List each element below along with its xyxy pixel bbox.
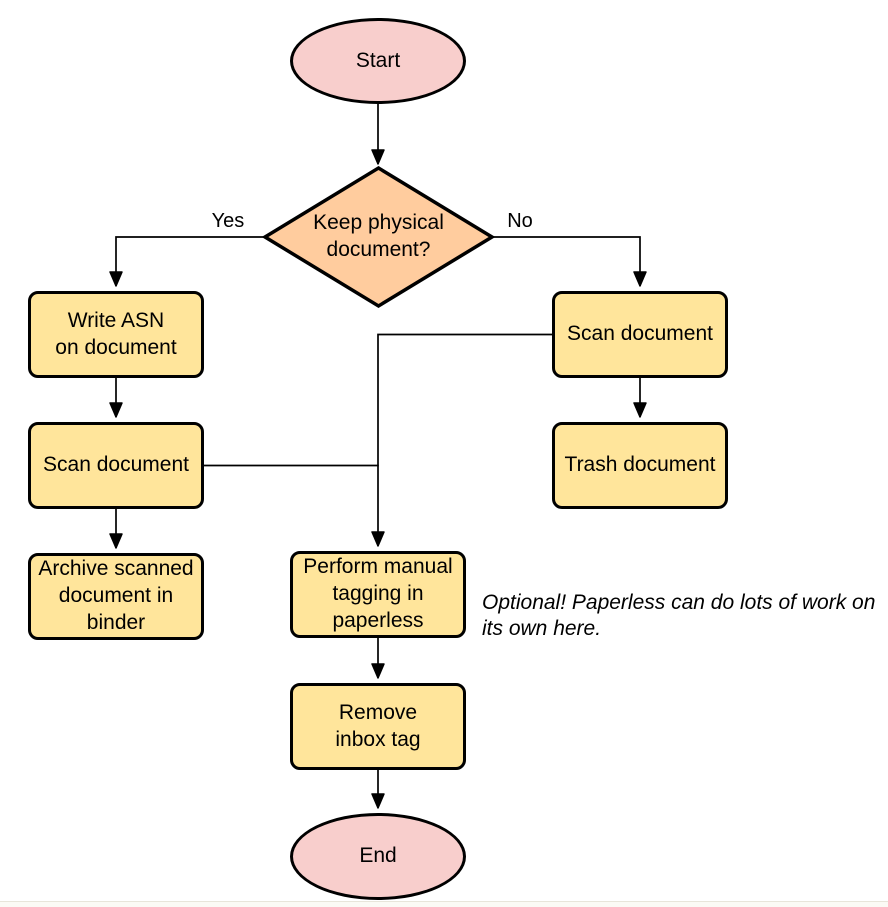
node-start-label: Start	[355, 48, 401, 72]
edge-label-no: No	[507, 210, 533, 232]
node-archive-binder: Archive scanned document in binder	[28, 553, 204, 640]
node-remove-inbox-tag-label: Remove inbox tag	[335, 700, 421, 751]
node-scan-document-left: Scan document	[28, 422, 204, 509]
decision-diamond-shape	[261, 165, 496, 309]
node-manual-tagging: Perform manual tagging in paperless	[290, 551, 466, 638]
node-scan-document-right-label: Scan document	[567, 322, 713, 346]
node-scan-document-right: Scan document	[552, 291, 728, 378]
edge-decision-no-to-scan-right	[491, 236, 647, 287]
node-start: Start	[290, 18, 466, 104]
node-decision: Keep physical document?	[265, 168, 492, 306]
node-end: End	[290, 813, 466, 900]
bottom-edge-line	[0, 901, 888, 907]
edge-decision-yes-to-write-asn	[109, 236, 266, 287]
node-write-asn: Write ASN on document	[28, 291, 204, 378]
optional-annotation: Optional! Paperless can do lots of work …	[482, 591, 876, 640]
node-end-label: End	[359, 844, 397, 868]
node-decision-label: Keep physical document?	[313, 211, 444, 261]
edge-scan-right-to-tagging	[371, 333, 553, 547]
node-archive-binder-label: Archive scanned document in binder	[38, 557, 194, 634]
edge-label-yes: Yes	[211, 210, 245, 232]
node-scan-document-left-label: Scan document	[43, 453, 189, 477]
node-manual-tagging-label: Perform manual tagging in paperless	[303, 555, 453, 632]
node-trash-document: Trash document	[552, 422, 728, 509]
node-write-asn-label: Write ASN on document	[55, 308, 177, 359]
node-trash-document-label: Trash document	[564, 453, 716, 477]
node-remove-inbox-tag: Remove inbox tag	[290, 683, 466, 770]
